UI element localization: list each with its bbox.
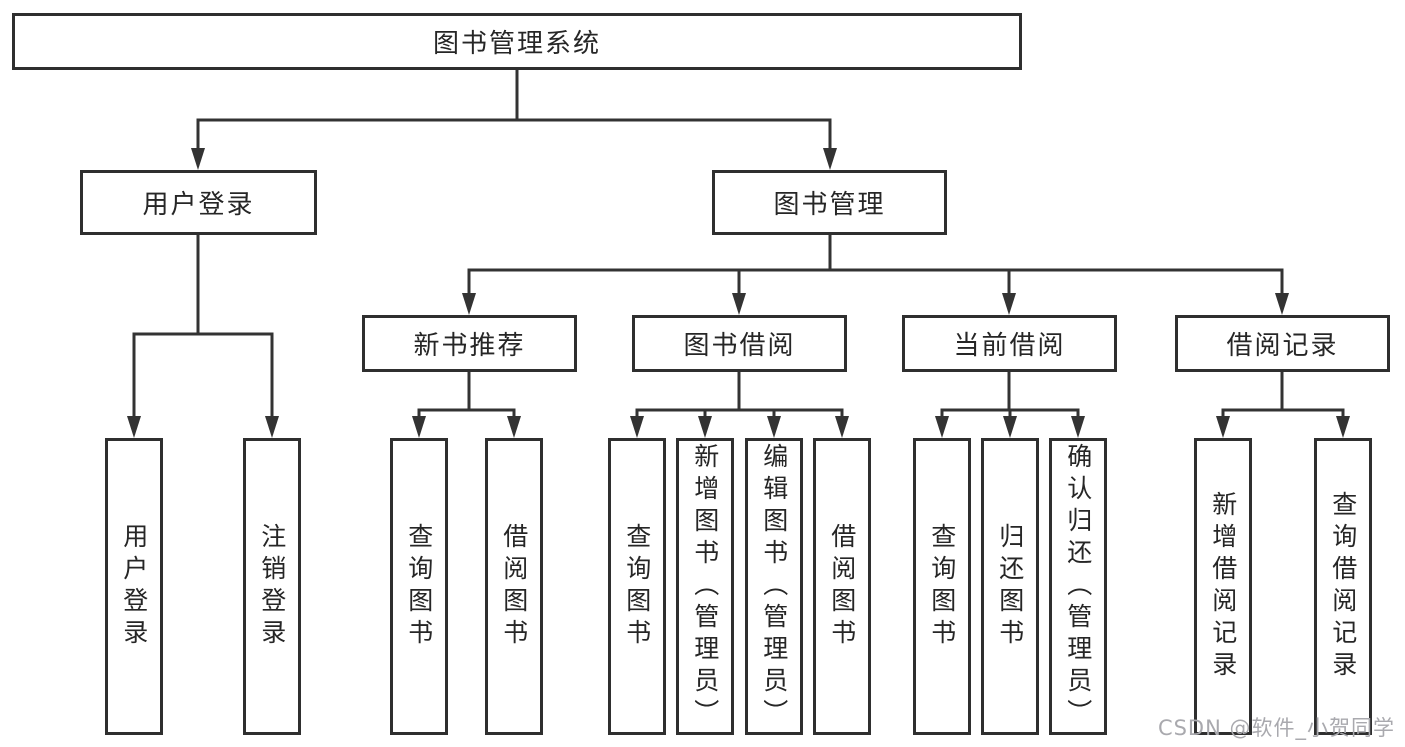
node-label: 新书推荐 <box>413 331 526 361</box>
node-user-login-group: 用户登录 <box>80 170 317 235</box>
node-leaf-edit-books-admin: 编辑图书（管理员） <box>745 438 803 735</box>
node-leaf-query-books-current: 查询图书 <box>913 438 971 735</box>
node-label: 借阅记录 <box>1226 331 1339 361</box>
node-label: 当前借阅 <box>953 331 1066 361</box>
node-label: 图书管理系统 <box>432 29 601 59</box>
node-current-borrowing: 当前借阅 <box>902 315 1117 372</box>
node-new-book-recommendation: 新书推荐 <box>362 315 577 372</box>
node-label: 查询借阅记录 <box>1328 490 1358 683</box>
node-leaf-return-books: 归还图书 <box>981 438 1039 735</box>
node-label: 新增借阅记录 <box>1208 490 1238 683</box>
node-leaf-borrow-books-recommend: 借阅图书 <box>485 438 543 735</box>
node-leaf-confirm-return-admin: 确认归还（管理员） <box>1049 438 1107 735</box>
node-leaf-borrow-books-borrowing: 借阅图书 <box>813 438 871 735</box>
node-book-management-system: 图书管理系统 <box>12 13 1022 70</box>
node-label: 新增图书（管理员） <box>690 442 720 731</box>
node-leaf-user-login: 用户登录 <box>105 438 163 735</box>
node-label: 用户登录 <box>119 522 149 651</box>
node-label: 查询图书 <box>927 522 957 651</box>
node-leaf-logout: 注销登录 <box>243 438 301 735</box>
node-label: 注销登录 <box>257 522 287 651</box>
node-label: 图书管理 <box>773 190 886 220</box>
node-label: 编辑图书（管理员） <box>759 442 789 731</box>
node-leaf-add-borrow-record: 新增借阅记录 <box>1194 438 1252 735</box>
node-label: 确认归还（管理员） <box>1063 442 1093 731</box>
node-leaf-query-books-borrowing: 查询图书 <box>608 438 666 735</box>
node-borrowing-records: 借阅记录 <box>1175 315 1390 372</box>
node-leaf-query-books-recommend: 查询图书 <box>390 438 448 735</box>
node-label: 借阅图书 <box>499 522 529 651</box>
node-leaf-add-books-admin: 新增图书（管理员） <box>676 438 734 735</box>
node-label: 借阅图书 <box>827 522 857 651</box>
node-book-management-group: 图书管理 <box>712 170 947 235</box>
csdn-watermark: CSDN @软件_小贺同学 <box>1157 716 1395 740</box>
node-leaf-query-borrow-record: 查询借阅记录 <box>1314 438 1372 735</box>
node-label: 查询图书 <box>404 522 434 651</box>
node-label: 图书借阅 <box>683 331 796 361</box>
node-label: 用户登录 <box>142 190 255 220</box>
node-book-borrowing: 图书借阅 <box>632 315 847 372</box>
node-label: 归还图书 <box>995 522 1025 651</box>
node-label: 查询图书 <box>622 522 652 651</box>
